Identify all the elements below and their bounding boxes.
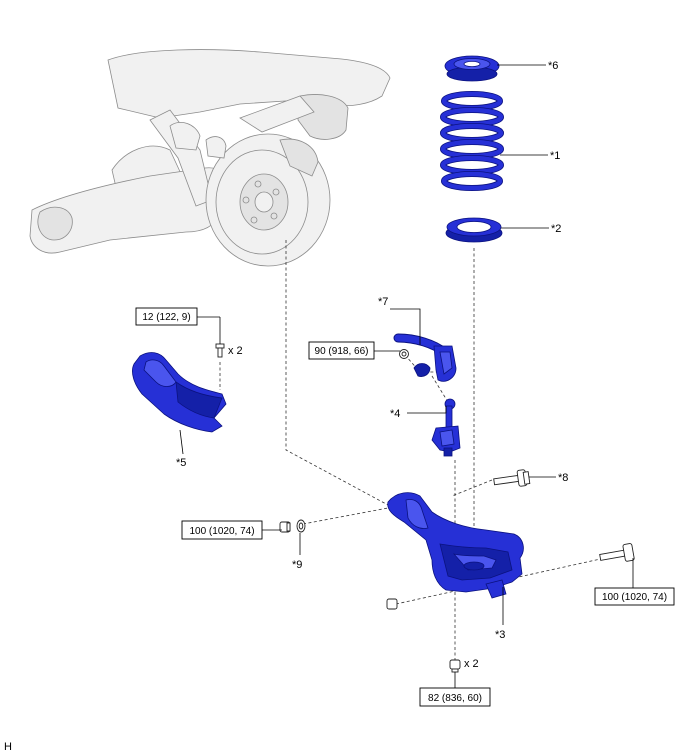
callout-part-2: *2 [551,223,561,235]
arm-nut-bottom [386,598,398,610]
callout-part-9: *9 [292,559,302,571]
shield-part-5 [132,352,227,433]
coil-spring-part-1 [440,91,504,191]
arm-bolt-right [599,543,635,562]
callout-part-7: *7 [378,296,388,308]
callout-part-4: *4 [390,408,400,420]
arm-bolt-part-8 [493,469,531,487]
callout-part-8: *8 [558,472,568,484]
torque-stabilizer-nut-text: 90 (918, 66) [315,346,369,357]
torque-bottom-nut-text: 82 (836, 60) [428,693,482,704]
callout-part-1: *1 [550,150,560,162]
lower-insulator-part-2 [445,217,503,243]
torque-box-bottom-nut: 82 (836, 60) [419,687,491,707]
torque-box-arm-nut-left: 100 (1020, 74) [181,520,263,540]
leader-lines [179,64,634,688]
bottom-nut [449,659,461,673]
torque-box-arm-bolt-right: 100 (1020, 74) [594,587,675,606]
torque-box-stabilizer-nut: 90 (918, 66) [308,341,375,360]
callout-part-6: *6 [548,60,558,72]
torque-box-shield-bolt: 12 (122, 9) [135,307,198,326]
torque-shield-bolt-text: 12 (122, 9) [142,312,190,323]
arm-nut-left [279,521,291,533]
lower-arm-part-3 [387,492,524,599]
qty-bottom-nut: x 2 [464,658,479,670]
washer-part-9 [296,519,306,533]
stabilizer-nut [399,349,409,359]
shield-bolt [215,343,225,358]
torque-arm-bolt-right-text: 100 (1020, 74) [602,592,667,603]
qty-shield-bolt: x 2 [228,345,243,357]
callout-part-5: *5 [176,457,186,469]
stabilizer-bar-part-7 [393,333,457,382]
stabilizer-link-part-4 [431,398,461,457]
rear-suspension-assembly [29,49,391,267]
torque-arm-nut-left-text: 100 (1020, 74) [189,526,254,537]
assembly-guide-lines [219,240,606,662]
callout-part-3: *3 [495,629,505,641]
corner-code: H [4,741,12,753]
upper-insulator-part-6 [444,55,500,82]
